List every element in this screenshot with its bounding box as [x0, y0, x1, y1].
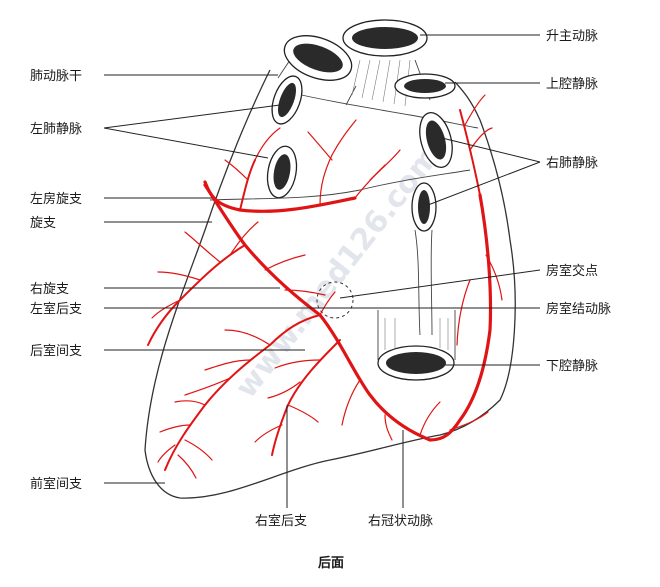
label-ascending-aorta: 升主动脉	[546, 29, 598, 44]
posterior-interventricular-artery	[164, 314, 321, 471]
crux-marker	[316, 281, 354, 319]
label-right-coronary-artery: 右冠状动脉	[368, 514, 433, 529]
label-left-posterior-ventricular: 左室后支	[30, 301, 82, 317]
label-right-pulmonary-veins: 右肺静脉	[546, 156, 598, 171]
label-superior-vena-cava: 上腔静脉	[546, 77, 598, 92]
label-pulmonary-trunk: 肺动脉干	[30, 69, 82, 84]
right-coronary-artery	[203, 183, 493, 442]
label-left-atrial-circumflex: 左房旋支	[30, 191, 82, 207]
leader-lines	[103, 34, 541, 508]
label-crux: 房室交点	[546, 263, 598, 279]
label-anterior-interventricular: 前室间支	[30, 476, 82, 492]
label-av-node-artery: 房室结动脉	[546, 301, 611, 317]
label-circumflex-branch: 旋支	[30, 216, 56, 231]
label-right-circumflex: 右旋支	[30, 282, 69, 297]
label-inferior-vena-cava: 下腔静脉	[546, 359, 598, 374]
label-right-posterior-ventricular: 右室后支	[255, 513, 307, 529]
label-left-pulmonary-veins: 左肺静脉	[30, 122, 82, 137]
great-vessels	[266, 19, 456, 381]
label-posterior-interventricular: 后室间支	[30, 343, 82, 359]
figure-caption: 后面	[318, 555, 344, 571]
labels: 升主动脉 肺动脉干 上腔静脉 左肺静脉 右肺静脉 左房旋支 旋支 房室交点 右旋…	[30, 29, 611, 571]
coronary-arteries	[147, 94, 503, 479]
